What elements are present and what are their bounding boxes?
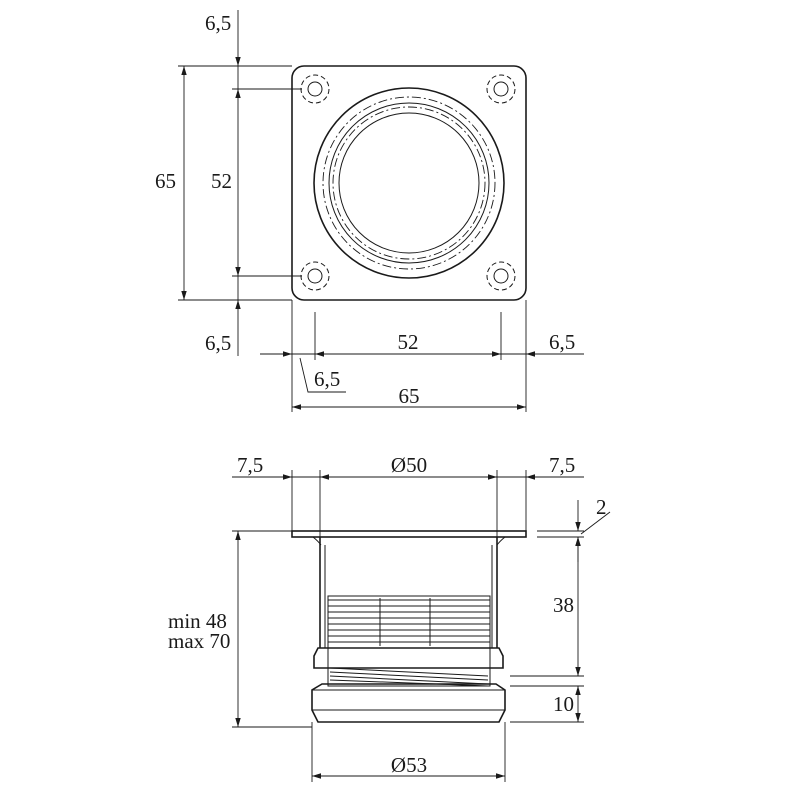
screw-hole-top-left bbox=[300, 74, 330, 104]
side-view: 7,5 Ø50 7,5 2 min 48 max 70 38 10 Ø53 bbox=[168, 453, 611, 782]
label-left-top-offset: 6,5 bbox=[205, 11, 231, 35]
label-foot-height: 10 bbox=[553, 692, 574, 716]
screw-hole-bottom-left bbox=[300, 261, 330, 291]
label-flange-right: 7,5 bbox=[549, 453, 575, 477]
label-bore-diameter: Ø50 bbox=[391, 453, 427, 477]
label-bottom-left-offset: 6,5 bbox=[314, 367, 340, 391]
label-height-max: max 70 bbox=[168, 629, 230, 653]
label-flange-thickness: 2 bbox=[596, 495, 607, 519]
label-foot-diameter: Ø53 bbox=[391, 753, 427, 777]
outer-ring bbox=[313, 87, 505, 279]
collar bbox=[313, 647, 504, 669]
label-height-min: min 48 bbox=[168, 609, 227, 633]
label-bottom-inner: 52 bbox=[398, 330, 419, 354]
label-left-bottom-offset: 6,5 bbox=[205, 331, 231, 355]
label-bottom-total: 65 bbox=[399, 384, 420, 408]
label-flange-left: 7,5 bbox=[237, 453, 263, 477]
top-view: 6,5 65 52 6,5 52 6,5 6,5 65 bbox=[155, 10, 584, 412]
label-left-inner: 52 bbox=[211, 169, 232, 193]
screw-hole-bottom-right bbox=[486, 261, 516, 291]
flange-plate bbox=[291, 530, 527, 538]
label-bottom-right-offset: 6,5 bbox=[549, 330, 575, 354]
threaded-rod bbox=[327, 595, 491, 687]
label-thread-height: 38 bbox=[553, 593, 574, 617]
inner-ring-dashed bbox=[332, 106, 486, 260]
label-left-total: 65 bbox=[155, 169, 176, 193]
inner-ring bbox=[338, 112, 480, 254]
screw-hole-top-right bbox=[486, 74, 516, 104]
middle-ring bbox=[328, 102, 490, 264]
mounting-plate bbox=[291, 65, 527, 301]
outer-ring-dashed bbox=[322, 96, 496, 270]
foot bbox=[311, 683, 506, 723]
